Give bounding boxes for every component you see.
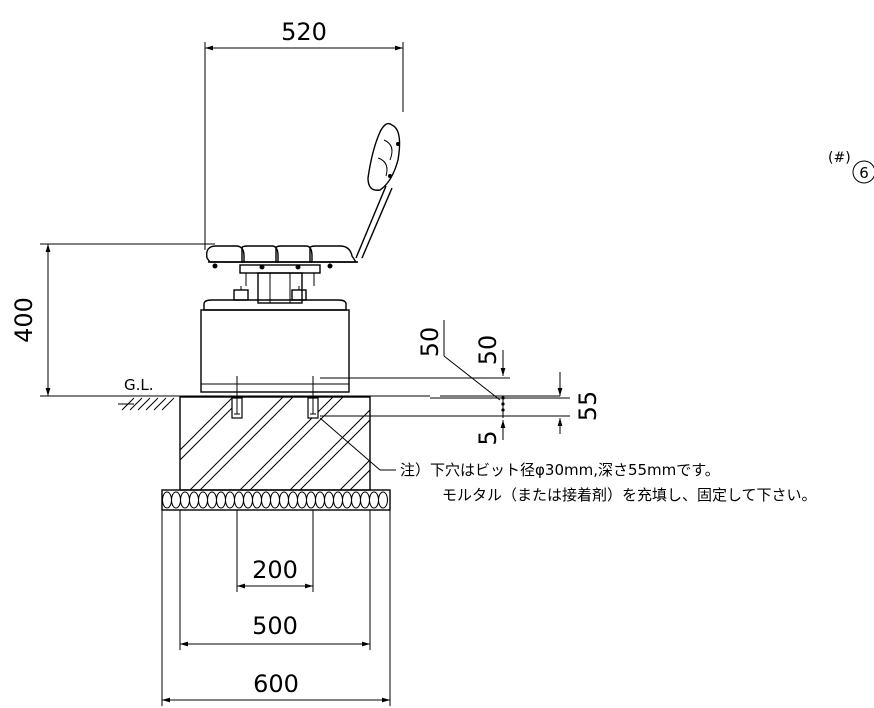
ground-level-label: G.L. [124, 376, 154, 394]
gravel-stone [333, 491, 343, 509]
foundation-width-label: 500 [252, 612, 298, 640]
gravel-stone [207, 491, 217, 509]
seat-width-label: 520 [281, 18, 327, 46]
seat-height-label: 400 [10, 297, 38, 343]
gravel-width-dimension: 600 [161, 510, 391, 706]
anchor-spacing-dimension: 200 [236, 510, 314, 592]
gravel-stone [171, 491, 181, 509]
ref-mark-text: (#) [828, 150, 851, 166]
note-line-2: モルタル（または接着剤）を充填し、固定して下さい。 [442, 486, 817, 504]
gravel-stone [261, 491, 271, 509]
gravel-stone [297, 491, 307, 509]
gravel-stone [198, 491, 208, 509]
gravel-stone [234, 491, 244, 509]
gravel-stone [252, 491, 262, 509]
ground-hatch [118, 397, 175, 411]
gravel-stone [180, 491, 190, 509]
gravel-stone [162, 491, 172, 509]
depth-dimensions: 50 50 55 5 [320, 320, 602, 446]
gravel-stone [288, 491, 298, 509]
reference-mark: (#) 6 [828, 150, 874, 184]
foundation [179, 376, 371, 491]
dim-50-outer: 50 [416, 327, 444, 358]
anchor-bolt-left [231, 376, 243, 419]
gravel-stone [225, 491, 235, 509]
gravel-stone [243, 491, 253, 509]
installation-note: 注）下穴はビット径φ30mm,深さ55mmです。 モルタル（または接着剤）を充填… [319, 417, 817, 504]
seat-base-block [200, 299, 350, 393]
dim-50-inner: 50 [474, 335, 502, 366]
seat-height-dimension: 400 [10, 243, 215, 397]
gravel-stone [324, 491, 334, 509]
seat-width-dimension: 520 [204, 18, 404, 250]
chair [206, 122, 401, 304]
gravel-layer [161, 489, 391, 511]
note-line-1: 注）下穴はビット径φ30mm,深さ55mmです。 [400, 461, 720, 479]
gravel-stone [342, 491, 352, 509]
gravel-stone [279, 491, 289, 509]
gravel-width-label: 600 [253, 670, 299, 698]
dim-55: 55 [574, 391, 602, 422]
gravel-stone [378, 491, 388, 509]
gravel-stone [270, 491, 280, 509]
ground-line: G.L. [110, 376, 560, 411]
gravel-stone [315, 491, 325, 509]
ref-number: 6 [859, 164, 869, 182]
gravel-stone [306, 491, 316, 509]
gravel-stone [351, 491, 361, 509]
foundation-width-dimension: 500 [179, 510, 371, 650]
dim-5: 5 [474, 430, 502, 445]
gravel-stone [369, 491, 379, 509]
gravel-stone [189, 491, 199, 509]
gravel-stone [216, 491, 226, 509]
anchor-bolt-right [307, 376, 319, 419]
anchor-spacing-label: 200 [252, 556, 298, 584]
gravel-stone [360, 491, 370, 509]
